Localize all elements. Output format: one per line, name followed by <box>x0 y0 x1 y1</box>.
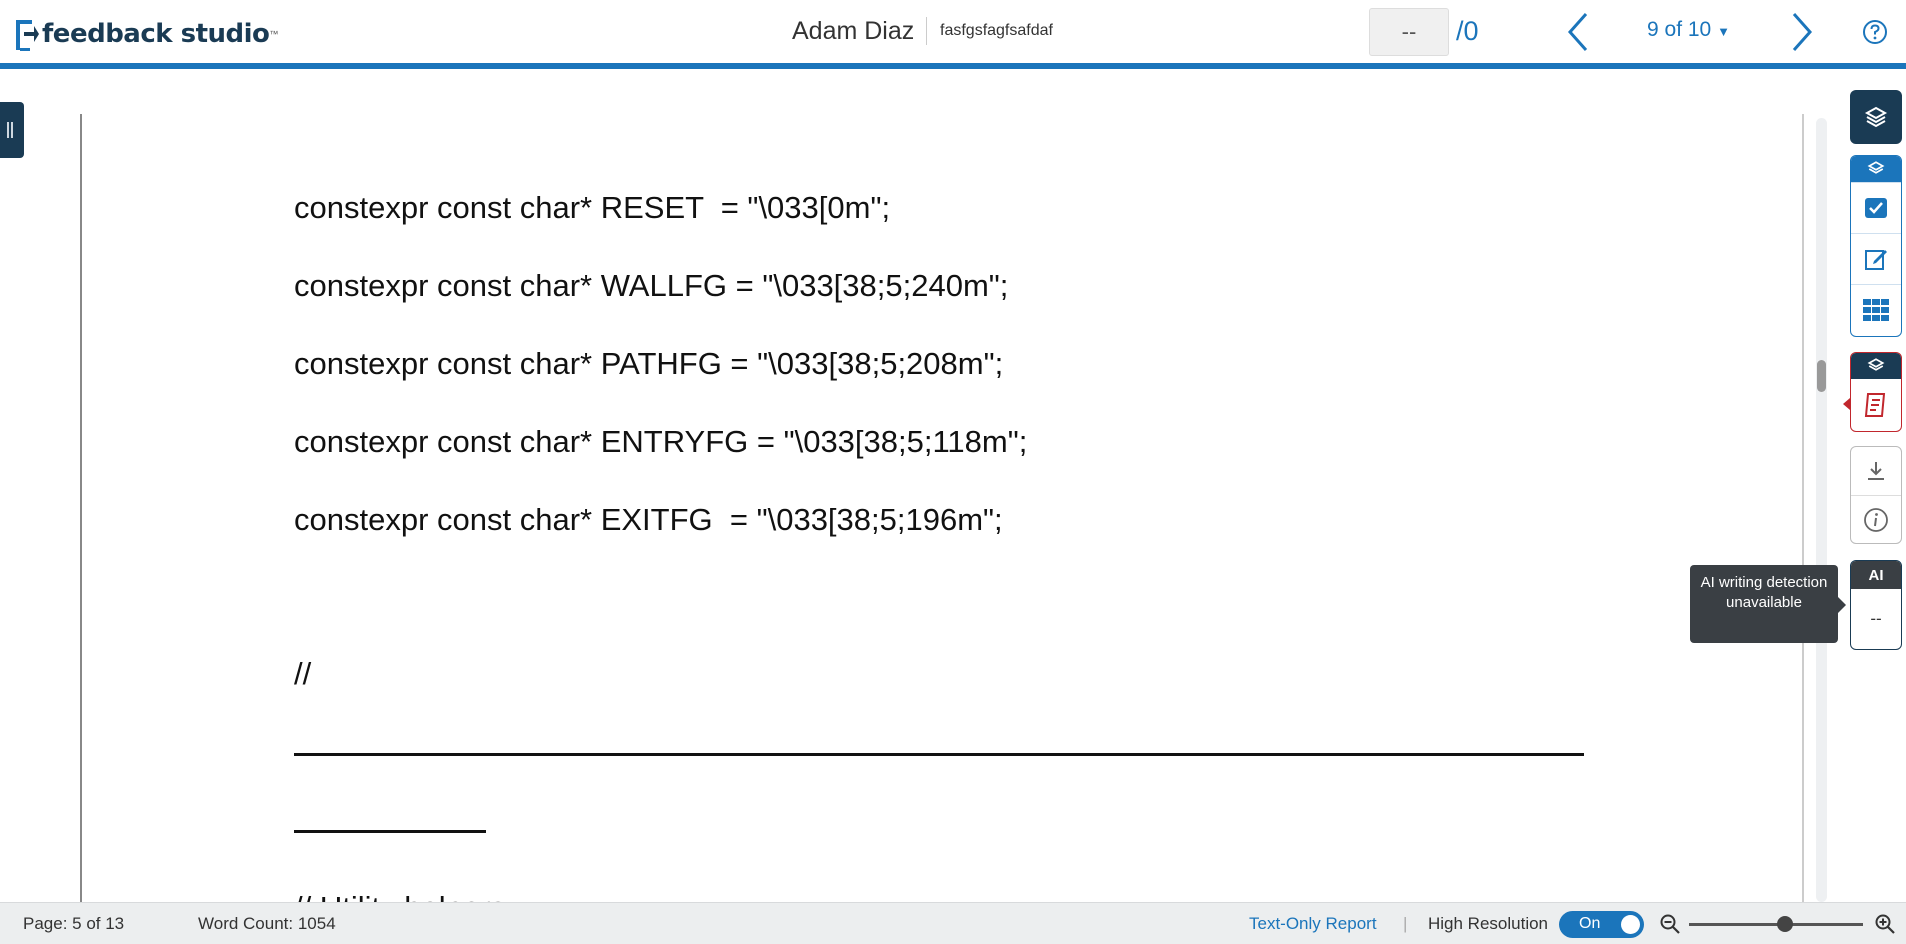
caret-down-icon: ▼ <box>1717 24 1730 39</box>
page-indicator: Page: 5 of 13 <box>23 914 125 933</box>
chevron-left-icon <box>1567 13 1588 51</box>
toggle-knob <box>1621 915 1640 934</box>
layers-button[interactable] <box>1850 90 1902 144</box>
zoom-slider-handle[interactable] <box>1777 916 1793 932</box>
similarity-tools-group <box>1850 352 1902 432</box>
brand-logo[interactable]: feedback studio ™ <box>14 14 278 54</box>
high-resolution-label: High Resolution <box>1428 914 1549 933</box>
document-line: constexpr const char* RESET = "\033[0m"; <box>294 190 891 225</box>
chevron-right-icon <box>1792 13 1813 51</box>
grading-tools-group <box>1850 155 1902 337</box>
underline-rule <box>294 753 1584 756</box>
word-count: Word Count: 1054 <box>198 914 336 933</box>
scrollbar-thumb[interactable] <box>1817 360 1826 392</box>
status-separator: | <box>1403 914 1408 933</box>
document-scrollbar[interactable] <box>1816 118 1827 902</box>
zoom-out-button[interactable] <box>1659 913 1681 935</box>
document-tools-group <box>1850 446 1902 544</box>
submission-info-button[interactable] <box>1851 495 1901 543</box>
document-line: // <box>294 656 312 691</box>
document-line: constexpr const char* EXITFG = "\033[38;… <box>294 502 1003 537</box>
ai-tooltip: AI writing detection unavailable <box>1690 565 1846 643</box>
rubric-button[interactable] <box>1851 284 1901 335</box>
student-name: Adam Diaz <box>792 17 915 45</box>
zoom-in-icon <box>1875 914 1895 934</box>
ai-detection-group[interactable]: AI -- <box>1850 560 1902 650</box>
zoom-slider[interactable] <box>1689 923 1863 926</box>
top-bar: feedback studio ™ Adam Diaz fasfgsfagfsa… <box>0 0 1906 69</box>
grade-total: /0 <box>1456 16 1479 46</box>
paper-select-dropdown[interactable]: 9 of 10 ▼ <box>1647 18 1730 42</box>
status-bar: Page: 5 of 13 Word Count: 1054 Text-Only… <box>0 902 1906 944</box>
zoom-out-icon <box>1660 914 1680 934</box>
grade-input[interactable]: -- <box>1369 8 1449 56</box>
ai-label: AI <box>1851 561 1901 589</box>
quickmarks-button[interactable] <box>1851 182 1901 233</box>
grid-icon <box>1863 299 1889 321</box>
turnitin-logo-icon <box>14 14 40 54</box>
layers-icon <box>1864 106 1888 128</box>
download-button[interactable] <box>1851 447 1901 495</box>
text-only-report-link[interactable]: Text-Only Report <box>1249 914 1377 933</box>
document-line: // Utility helpers <box>294 890 506 902</box>
help-button[interactable] <box>1862 19 1888 45</box>
active-indicator <box>1843 398 1850 410</box>
question-icon <box>1863 20 1887 44</box>
header-divider <box>926 17 927 45</box>
layers-icon <box>1867 161 1885 174</box>
similarity-document-icon <box>1864 393 1886 417</box>
previous-paper-button[interactable] <box>1560 10 1596 54</box>
info-icon <box>1864 507 1888 532</box>
side-panel-toggle[interactable] <box>0 102 24 158</box>
trademark-mark: ™ <box>269 29 279 39</box>
drag-handle-icon <box>7 122 13 138</box>
zoom-in-button[interactable] <box>1874 913 1896 935</box>
document-line: constexpr const char* PATHFG = "\033[38;… <box>294 346 1004 381</box>
document-viewer[interactable]: constexpr const char* RESET = "\033[0m";… <box>80 114 1804 902</box>
ai-score: -- <box>1870 609 1882 628</box>
brand-name: feedback studio <box>42 19 270 49</box>
paper-title: fasfgsfagfsafdaf <box>940 22 1053 39</box>
grading-layer-header[interactable] <box>1851 156 1901 182</box>
similarity-layer-header[interactable] <box>1851 353 1901 379</box>
layers-icon <box>1867 358 1885 371</box>
high-resolution-toggle[interactable]: On <box>1559 911 1644 938</box>
edit-icon <box>1865 250 1887 270</box>
similarity-report-button[interactable] <box>1851 379 1901 431</box>
next-paper-button[interactable] <box>1784 10 1820 54</box>
toggle-label: On <box>1579 915 1601 932</box>
document-line: constexpr const char* ENTRYFG = "\033[38… <box>294 424 1028 459</box>
download-icon <box>1868 462 1884 480</box>
checkbox-icon <box>1865 198 1887 218</box>
document-line: constexpr const char* WALLFG = "\033[38;… <box>294 268 1009 303</box>
paper-select-label: 9 of 10 <box>1647 18 1712 41</box>
feedback-summary-button[interactable] <box>1851 233 1901 284</box>
underline-rule <box>294 830 486 833</box>
